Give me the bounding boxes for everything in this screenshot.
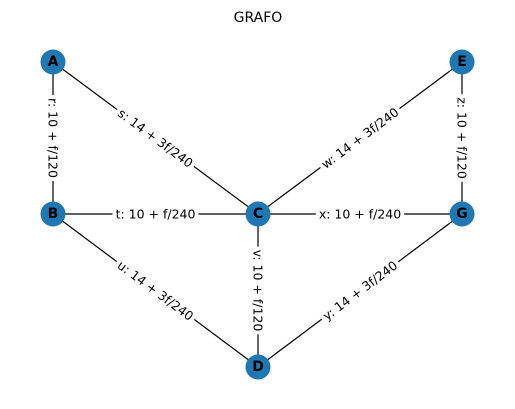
- node-E: E: [449, 49, 475, 75]
- node-circle: [40, 201, 66, 227]
- edge-label-x: x: 10 + f/240: [319, 207, 401, 222]
- edge-label-w: w: 14 + 3f/240: [318, 104, 401, 171]
- edge-label-background: [250, 246, 266, 335]
- edge-label-r: r: 10 + f/120: [46, 98, 61, 178]
- edge-label-group-r: r: 10 + f/120: [45, 95, 61, 181]
- edge-label-v: v: 10 + f/120: [251, 250, 266, 332]
- edge-label-u: u: 14 + 3f/240: [115, 257, 197, 323]
- node-A: A: [40, 49, 66, 75]
- edge-label-group-w: w: 14 + 3f/240: [315, 102, 405, 174]
- node-label: G: [456, 206, 468, 222]
- node-D: D: [245, 354, 271, 380]
- edge-label-background: [111, 255, 200, 326]
- edge-label-group-u: u: 14 + 3f/240: [111, 255, 200, 326]
- edge-label-t: t: 10 + f/240: [116, 207, 196, 222]
- node-circle: [449, 201, 475, 227]
- node-C: C: [245, 201, 271, 227]
- edge-label-group-t: t: 10 + f/240: [112, 206, 199, 222]
- edge-label-background: [315, 102, 405, 174]
- edge-label-group-y: y: 14 + 3f/240: [317, 255, 403, 326]
- node-label: E: [457, 54, 467, 70]
- node-label: A: [48, 54, 59, 70]
- edge-label-group-s: s: 14 + 3f/240: [112, 103, 199, 173]
- edge-label-background: [112, 206, 199, 222]
- edge-label-group-x: x: 10 + f/240: [315, 206, 405, 222]
- graph-title: GRAFO: [234, 10, 283, 26]
- node-circle: [245, 201, 271, 227]
- nodes-layer: A E B C G D: [40, 49, 475, 380]
- node-label: D: [252, 359, 264, 375]
- edge-label-background: [45, 95, 61, 181]
- edge-label-background: [315, 206, 405, 222]
- node-G: G: [449, 201, 475, 227]
- edge-label-s: s: 14 + 3f/240: [115, 105, 196, 170]
- edge-label-z: z: 10 + f/120: [455, 97, 470, 179]
- node-circle: [245, 354, 271, 380]
- node-B: B: [40, 201, 66, 227]
- edge-label-group-v: v: 10 + f/120: [250, 246, 266, 335]
- node-circle: [40, 49, 66, 75]
- node-label: B: [48, 206, 59, 222]
- edge-label-background: [112, 103, 199, 173]
- node-circle: [449, 49, 475, 75]
- node-label: C: [253, 206, 263, 222]
- edge-label-y: y: 14 + 3f/240: [320, 258, 401, 324]
- edge-label-background: [317, 255, 403, 326]
- edge-label-background: [454, 94, 470, 182]
- edge-label-group-z: z: 10 + f/120: [454, 94, 470, 182]
